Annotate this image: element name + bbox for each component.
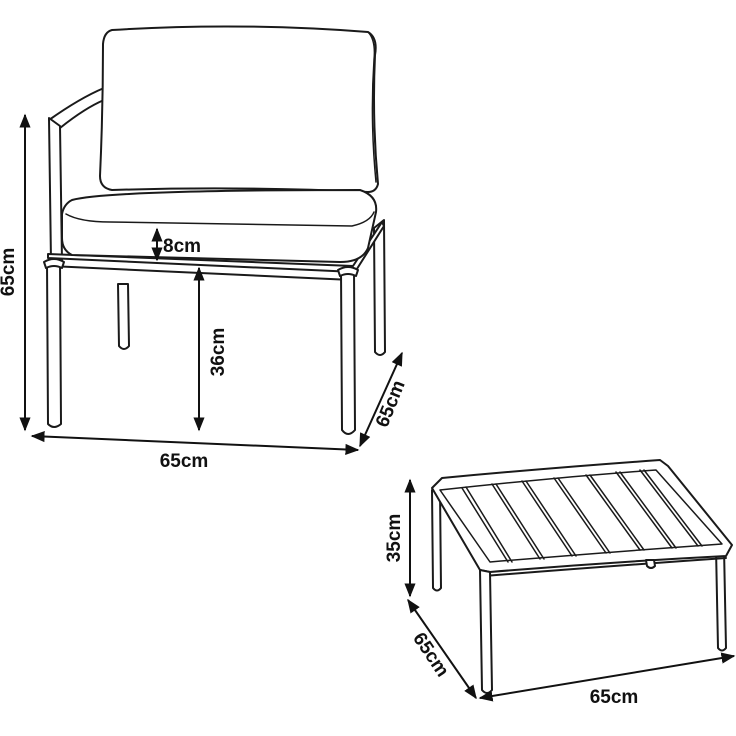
chair-cushion-label: 8cm bbox=[163, 236, 201, 257]
chair-depth-dim-line bbox=[359, 351, 403, 448]
chair-width-label: 65cm bbox=[160, 451, 209, 472]
table-drawing bbox=[431, 459, 733, 694]
table-width-label: 65cm bbox=[590, 687, 639, 708]
chair-height-label: 65cm bbox=[0, 248, 19, 297]
table-slats bbox=[461, 469, 703, 563]
chair-depth-label: 65cm bbox=[372, 377, 410, 430]
table-height-label: 35cm bbox=[384, 514, 405, 563]
chair-seat-height-label: 36cm bbox=[208, 328, 229, 377]
table-width-dim-line bbox=[478, 652, 736, 702]
table-dimensions bbox=[404, 478, 736, 702]
chair-drawing bbox=[43, 25, 386, 435]
chair-width-dim-line bbox=[30, 430, 360, 456]
table-depth-dim-line bbox=[407, 598, 477, 700]
chair-dimensions bbox=[19, 113, 403, 456]
